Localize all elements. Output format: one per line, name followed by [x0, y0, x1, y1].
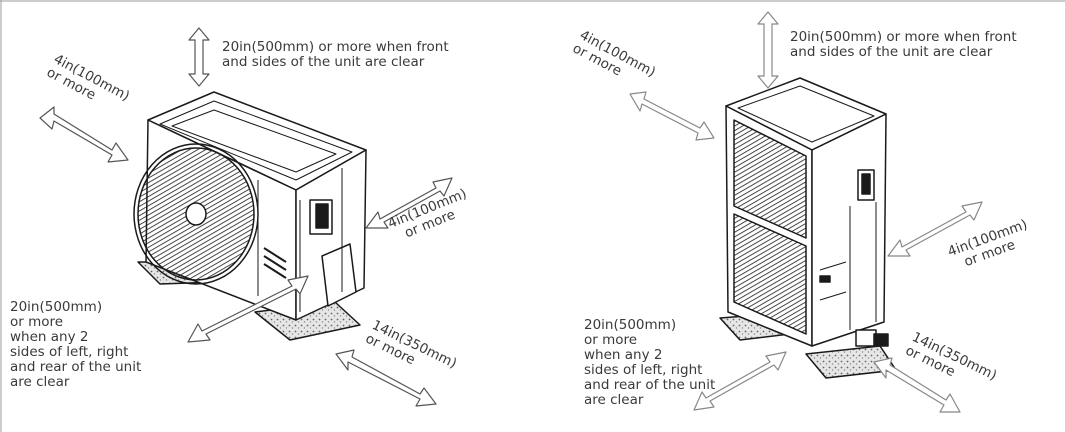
- right-front-arrow: [873, 357, 961, 413]
- label-line: 20in(500mm): [584, 317, 677, 333]
- right-rear-arrow: [693, 351, 787, 411]
- right-top-clearance-label: 20in(500mm) or more when front and sides…: [790, 30, 1017, 60]
- left-top-clearance-label: 20in(500mm) or more when front and sides…: [222, 40, 449, 70]
- left-top-arrow: [188, 27, 210, 87]
- label-line: sides of left, right: [584, 362, 703, 378]
- label-line: and rear of the unit: [10, 359, 142, 375]
- label-line: are clear: [584, 392, 644, 408]
- right-top-arrow: [757, 11, 779, 89]
- left-right-arrow: [365, 177, 453, 229]
- label-line: when any 2: [10, 329, 89, 345]
- label-line: sides of left, right: [10, 344, 129, 360]
- label-line: are clear: [10, 374, 70, 390]
- right-rear-clearance-label: 20in(500mm) or more when any 2 sides of …: [584, 318, 715, 408]
- label-line: and rear of the unit: [584, 377, 716, 393]
- left-outdoor-unit: [133, 91, 367, 341]
- left-side-arrow: [39, 106, 129, 163]
- right-right-arrow: [887, 201, 983, 257]
- left-front-arrow: [335, 349, 437, 407]
- left-rear-clearance-label: 20in(500mm) or more when any 2 sides of …: [10, 300, 141, 390]
- right-outdoor-unit: [719, 77, 897, 379]
- label-line: 20in(500mm) or more when front: [222, 39, 449, 55]
- label-line: and sides of the unit are clear: [790, 44, 993, 60]
- label-line: and sides of the unit are clear: [222, 54, 425, 70]
- label-line: or more: [584, 332, 638, 348]
- label-line: 20in(500mm) or more when front: [790, 29, 1017, 45]
- left-rear-arrow: [187, 275, 309, 343]
- label-line: or more: [10, 314, 64, 330]
- label-line: when any 2: [584, 347, 663, 363]
- left-unit-clearance-arrows: [39, 27, 453, 407]
- right-unit-clearance-arrows: [629, 11, 983, 413]
- label-line: 20in(500mm): [10, 299, 103, 315]
- right-side-arrow: [629, 91, 715, 141]
